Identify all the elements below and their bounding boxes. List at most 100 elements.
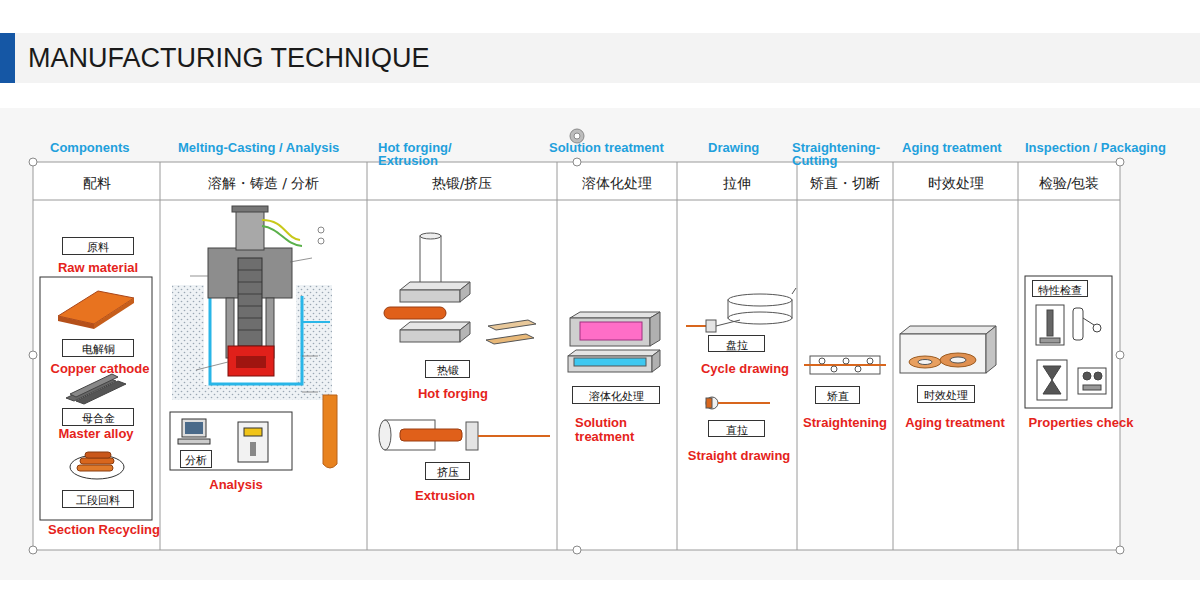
solution-furnace (568, 312, 660, 372)
straightening-machine (867, 358, 873, 364)
hot-forging-press (384, 307, 446, 319)
step-caption: Cycle drawing (645, 362, 845, 376)
analyzer-icon (238, 422, 268, 462)
selection-handles (29, 158, 37, 166)
cast-ingot (323, 395, 337, 468)
recycling-tray (80, 458, 114, 464)
extrusion-press (400, 429, 462, 441)
melting-furnace (238, 330, 262, 331)
step-caption: Straight drawing (639, 449, 839, 463)
melting-furnace (238, 270, 262, 271)
recycling-tray (77, 465, 113, 471)
column-heading-chinese: 矫直・切断 (797, 174, 893, 192)
aging-oven (940, 353, 976, 367)
process-column: Aging treatment时效处理时效处理Aging treatment (893, 135, 1018, 550)
recycling-tray (85, 452, 111, 458)
computer-icon (178, 419, 210, 444)
box-label: 矫直 (827, 390, 849, 403)
melting-furnace (228, 346, 274, 376)
straight-drawing-machine (706, 397, 770, 409)
table-grid (893, 162, 894, 550)
cycle-drawing-machine (792, 288, 796, 294)
melting-furnace (238, 306, 262, 307)
process-box: 时效处理Aging treatment (917, 385, 975, 403)
process-column: Components配料原料Raw material电解铜Copper cath… (33, 135, 160, 550)
page-title: MANUFACTURING TECHNIQUE (28, 41, 430, 75)
column-heading-chinese: 热锻/挤压 (367, 174, 557, 192)
aging-oven (918, 360, 932, 365)
hot-forging-press (460, 282, 470, 302)
inspection-instruments (1093, 324, 1101, 332)
box-label: 挤压 (437, 466, 459, 479)
column-heading: Melting-Casting / Analysis (178, 141, 368, 154)
box-label: 特性检查 (1038, 284, 1082, 297)
inspection-instruments (1036, 305, 1106, 400)
box-label: 热锻 (437, 364, 459, 377)
process-box: 分析Analysis (180, 450, 212, 468)
column-heading: Inspection / Packaging (1025, 141, 1200, 154)
box-label: 时效处理 (924, 389, 968, 402)
column-heading: Straightening- Cutting (792, 141, 896, 167)
selection-handles (1116, 158, 1124, 166)
melting-furnace (302, 321, 330, 323)
hot-forging-press (400, 282, 470, 290)
straightening-machine (804, 356, 886, 374)
extrusion-press (478, 435, 550, 437)
computer-icon (185, 422, 203, 434)
melting-furnace (290, 258, 312, 262)
column-heading-chinese: 溶解・铸造 / 分析 (160, 174, 367, 192)
analyzer-icon (238, 422, 268, 462)
analyzer-icon (244, 428, 262, 436)
step-caption: Copper cathode (0, 362, 200, 376)
box-label: 溶体化处理 (589, 390, 644, 403)
aging-oven (986, 326, 996, 373)
cycle-drawing-machine (728, 312, 792, 324)
straight-drawing-machine (706, 398, 712, 408)
selection-handles (1116, 351, 1124, 359)
aging-oven (909, 356, 941, 368)
cycle-drawing-machine (728, 294, 792, 306)
inspection-instruments (1037, 360, 1067, 400)
process-column: Drawing拉伸盘拉Cycle drawing直拉Straight drawi… (677, 135, 797, 550)
solution-furnace (570, 312, 660, 318)
table-grid (677, 162, 678, 550)
extrusion-press (379, 420, 391, 450)
hot-forging-press (488, 320, 536, 330)
melting-furnace (238, 318, 262, 319)
straightening-machine (843, 358, 849, 364)
selection-handles (29, 129, 1124, 554)
melting-furnace (318, 238, 324, 244)
melting-furnace (196, 362, 228, 370)
process-column: Straightening- Cutting矫直・切断矫直Straighteni… (797, 135, 893, 550)
recycling-tray (70, 455, 124, 479)
straight-drawing-machine (706, 397, 718, 409)
inspection-instruments (1073, 308, 1083, 340)
cycle-drawing-machine (716, 320, 740, 326)
column-heading-chinese: 配料 (33, 174, 160, 192)
melting-furnace (232, 206, 268, 212)
process-box: 直拉Straight drawing (708, 420, 765, 437)
step-caption: Extrusion (345, 489, 545, 503)
master-alloy-bars (70, 374, 118, 397)
copper-cathode-slab (58, 316, 94, 329)
process-box: 溶体化处理Solution treatment (572, 386, 660, 404)
aging-oven (900, 334, 986, 373)
inspection-instruments (1040, 338, 1060, 343)
table-grid (160, 162, 161, 550)
straightening-machine (819, 358, 825, 364)
box-label: 分析 (185, 454, 207, 467)
box-label: 电解铜 (82, 343, 115, 356)
selection-handles (573, 546, 581, 554)
step-caption: Solution treatment (575, 416, 655, 444)
aging-oven (900, 326, 996, 334)
hot-forging-press (400, 322, 470, 330)
column-heading: Aging treatment (902, 141, 1022, 154)
inspection-instruments (1083, 318, 1094, 325)
process-box: 电解铜Copper cathode (62, 339, 134, 357)
process-column: Solution treatment 溶体化处理溶体化处理Solution tre… (557, 135, 677, 550)
analyzer-icon (250, 442, 256, 456)
step-caption: Analysis (136, 478, 336, 492)
melting-furnace (302, 392, 318, 393)
inspection-group-outline (1025, 276, 1112, 408)
